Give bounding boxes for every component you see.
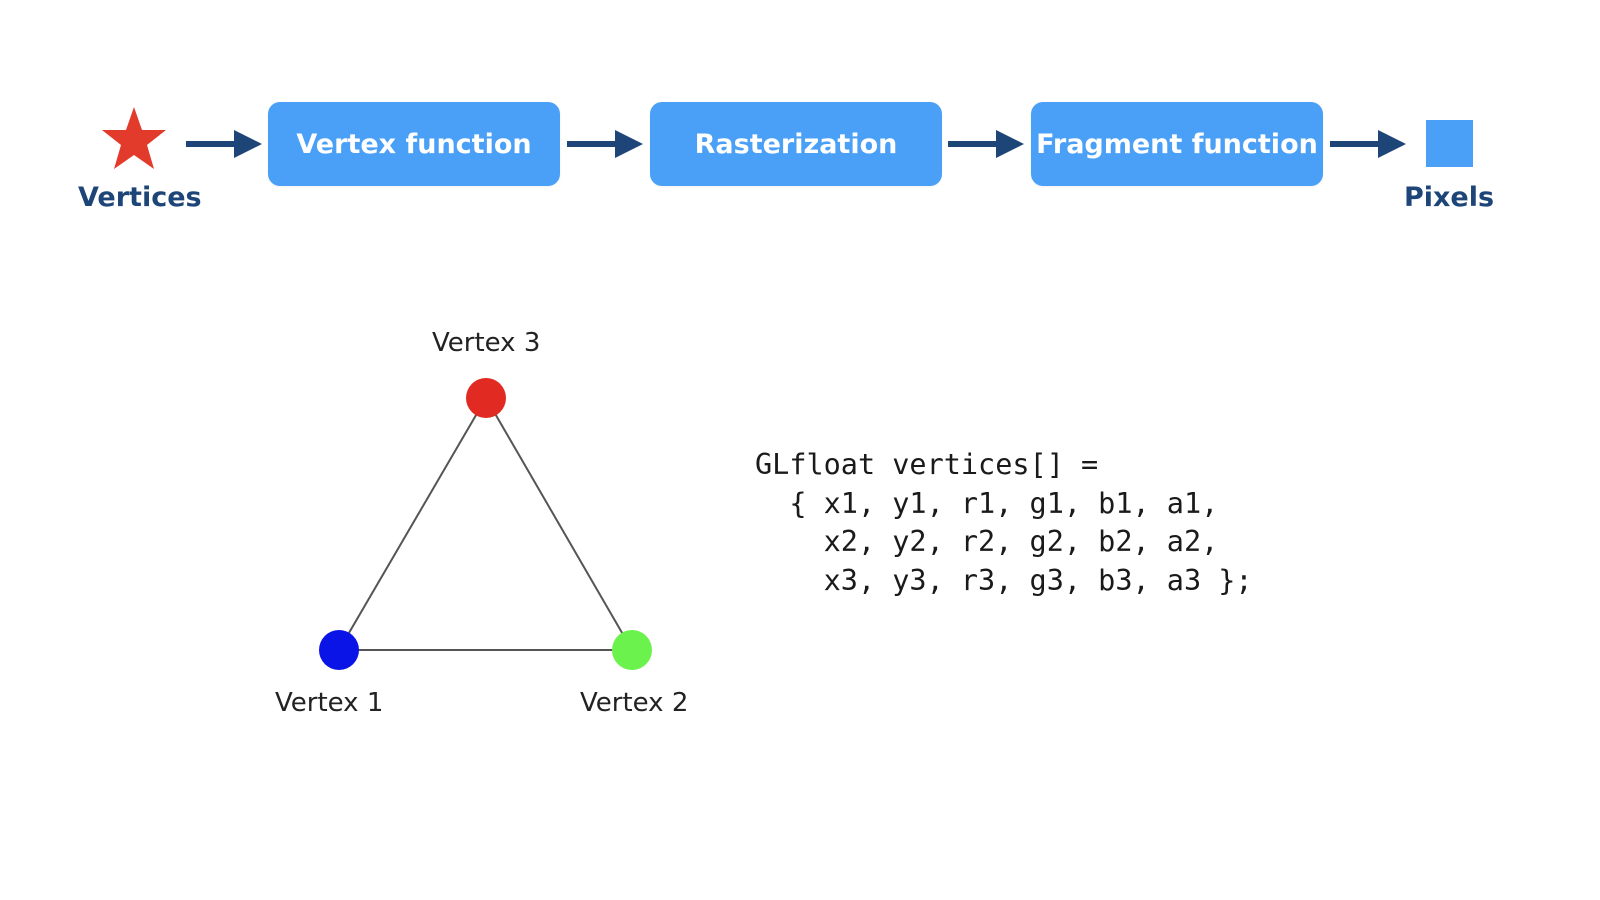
- arrow-right-icon: [567, 130, 643, 158]
- code-line: GLfloat vertices[] =: [755, 448, 1099, 481]
- stage-label: Fragment function: [1036, 128, 1318, 160]
- triangle-edge: [485, 397, 633, 651]
- code-line: x2, y2, r2, g2, b2, a2,: [755, 525, 1219, 558]
- arrow-right-icon: [1330, 130, 1406, 158]
- vertex-1-dot: [319, 630, 359, 670]
- stage-label: Vertex function: [296, 128, 532, 160]
- code-line: { x1, y1, r1, g1, b1, a1,: [755, 486, 1219, 520]
- vertices-label: Vertices: [78, 182, 202, 213]
- vertex-2-label: Vertex 2: [580, 688, 689, 718]
- stage-label: Rasterization: [694, 128, 898, 160]
- arrow-right-icon: [186, 130, 262, 158]
- vertex-1-label: Vertex 1: [275, 688, 384, 718]
- pixels-label: Pixels: [1403, 182, 1495, 213]
- code-block: GLfloat vertices[] = { x1, y1, r1, g1, b…: [755, 446, 1253, 600]
- pixel-square-icon: [1426, 120, 1473, 167]
- stage-rasterization: Rasterization: [650, 102, 942, 186]
- code-line: x3, y3, r3, g3, b3, a3 };: [755, 563, 1253, 597]
- arrow-right-icon: [948, 130, 1024, 158]
- vertex-3-label: Vertex 3: [432, 328, 541, 358]
- stage-fragment-function: Fragment function: [1031, 102, 1323, 186]
- triangle-edge: [338, 397, 487, 651]
- vertex-2-dot: [612, 630, 652, 670]
- star-icon: [102, 107, 166, 169]
- vertex-3-dot: [466, 378, 506, 418]
- stage-vertex-function: Vertex function: [268, 102, 560, 186]
